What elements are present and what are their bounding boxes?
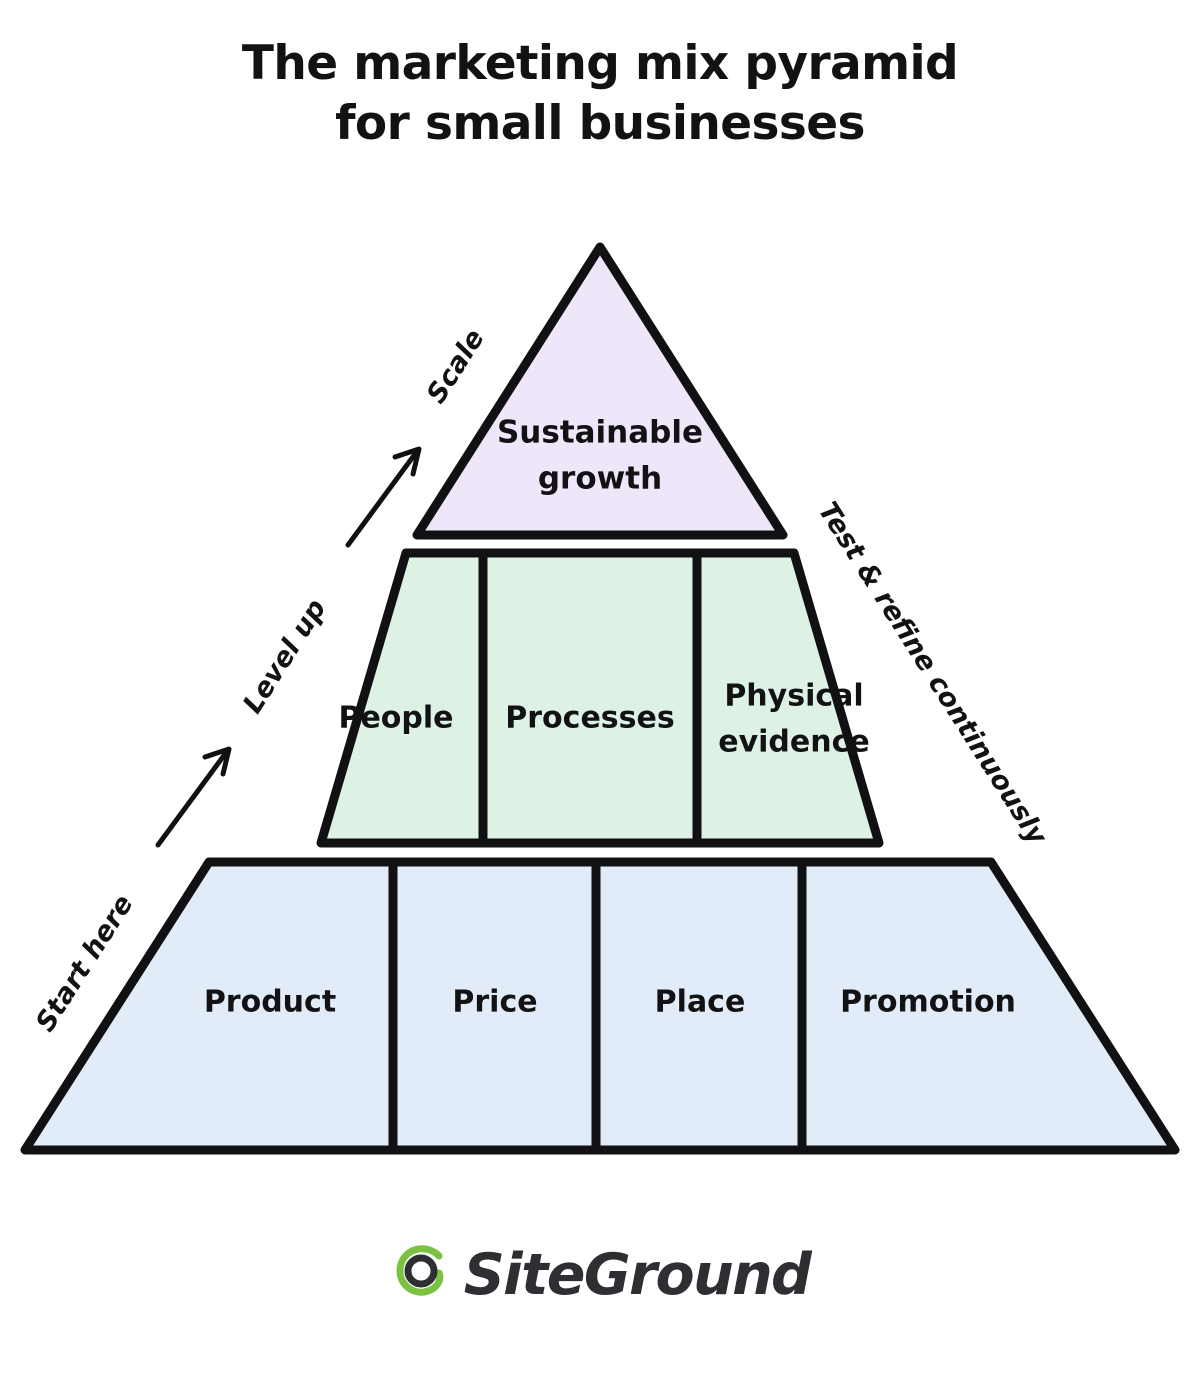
- page-title-line-1: The marketing mix pyramid: [241, 36, 959, 91]
- base-cell-label-product: Product: [204, 985, 336, 1020]
- pyramid-tier-middle[interactable]: People Processes Physical evidence: [316, 548, 884, 848]
- siteground-logo: SiteGround: [0, 1238, 1200, 1313]
- pyramid-tier-base[interactable]: Product Price Place Promotion: [20, 857, 1180, 1155]
- base-cell-label-price: Price: [452, 985, 537, 1020]
- middle-cell-label-physical-evidence-line-2: evidence: [718, 725, 870, 760]
- siteground-logo-text: SiteGround: [463, 1242, 812, 1308]
- middle-cell-label-processes: Processes: [505, 701, 674, 736]
- apex-cell-label-line-2: growth: [538, 461, 662, 497]
- base-cell-label-place: Place: [655, 985, 746, 1020]
- pyramid-tier-apex[interactable]: Sustainable growth: [412, 242, 788, 540]
- apex-tier-shape[interactable]: [412, 242, 788, 540]
- page-title-line-2: for small businesses: [335, 96, 865, 151]
- left-label-level-up: Level up: [237, 594, 332, 719]
- arrow-start-here-to-level-up: [155, 746, 232, 848]
- siteground-logo-icon: [390, 1238, 460, 1313]
- apex-cell-label-line-1: Sustainable: [497, 415, 703, 451]
- page-title: The marketing mix pyramid for small busi…: [0, 34, 1200, 154]
- middle-cell-label-people: People: [338, 701, 453, 736]
- left-label-scale: Scale: [421, 324, 491, 409]
- base-cell-label-promotion: Promotion: [840, 985, 1016, 1020]
- arrow-level-up-to-scale: [345, 446, 422, 548]
- middle-tier-shape[interactable]: [316, 548, 884, 848]
- middle-cell-label-physical-evidence-line-1: Physical: [724, 679, 863, 714]
